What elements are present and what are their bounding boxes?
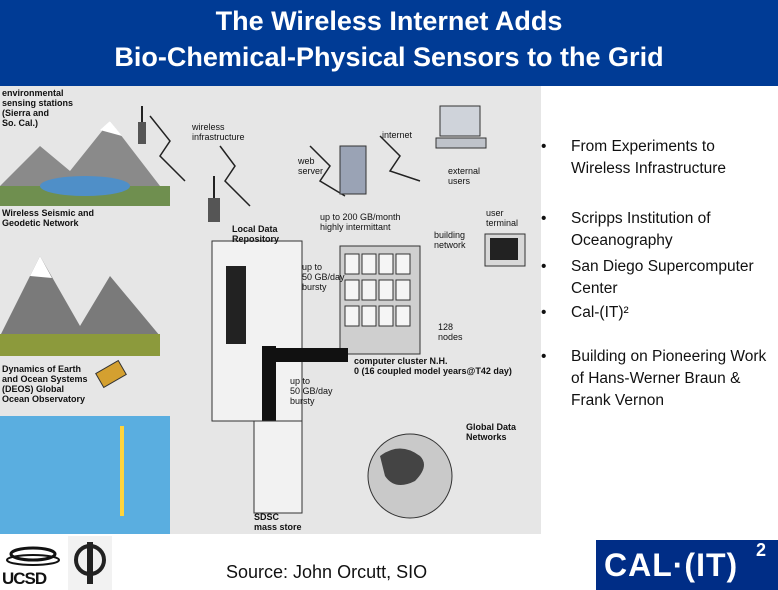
label-cluster: computer cluster N.H.0 (16 coupled model… (354, 356, 512, 376)
calit2-wordmark: CAL·(IT) (604, 547, 739, 583)
bullet-item: • Cal-(IT)² (541, 302, 778, 324)
bullet-marker: • (541, 210, 547, 227)
ucsd-wordmark: UCSD (2, 569, 47, 588)
calit2-logo: CAL·(IT) 2 (596, 540, 778, 590)
bullet-text: Scripps Institution of Oceanography (571, 210, 711, 249)
source-caption: Source: John Orcutt, SIO (226, 562, 428, 582)
bullet-text: Building on Pioneering Work of Hans-Wern… (571, 348, 767, 409)
bullet-item: • Scripps Institution of Oceanography (541, 208, 778, 252)
bullet-text: From Experiments to Wireless Infrastruct… (571, 138, 727, 177)
bullet-list: • From Experiments to Wireless Infrastru… (541, 86, 778, 534)
bullet-text: Cal-(IT)² (571, 304, 629, 321)
title-line-2: Bio-Chemical-Physical Sensors to the Gri… (114, 42, 664, 72)
bullet-item: • San Diego Supercomputer Center (541, 256, 778, 300)
diagram-illustration (0, 86, 541, 534)
bullet-marker: • (541, 348, 547, 365)
label-internet: internet (382, 130, 413, 140)
bullet-item: • From Experiments to Wireless Infrastru… (541, 136, 778, 180)
ucsd-logo (6, 546, 60, 566)
footer: UCSD Source: John Orcutt, SIO CAL·(IT) 2 (0, 534, 778, 590)
bullet-item: • Building on Pioneering Work of Hans-We… (541, 346, 778, 412)
title-bar: The Wireless Internet Adds Bio-Chemical-… (0, 0, 778, 86)
bullet-marker: • (541, 138, 547, 155)
uc-seal-icon (68, 536, 112, 590)
bullet-text: San Diego Supercomputer Center (571, 258, 754, 297)
bullet-marker: • (541, 258, 547, 275)
bullet-marker: • (541, 304, 547, 321)
calit2-superscript: 2 (756, 540, 767, 560)
title-line-1: The Wireless Internet Adds (215, 6, 563, 36)
